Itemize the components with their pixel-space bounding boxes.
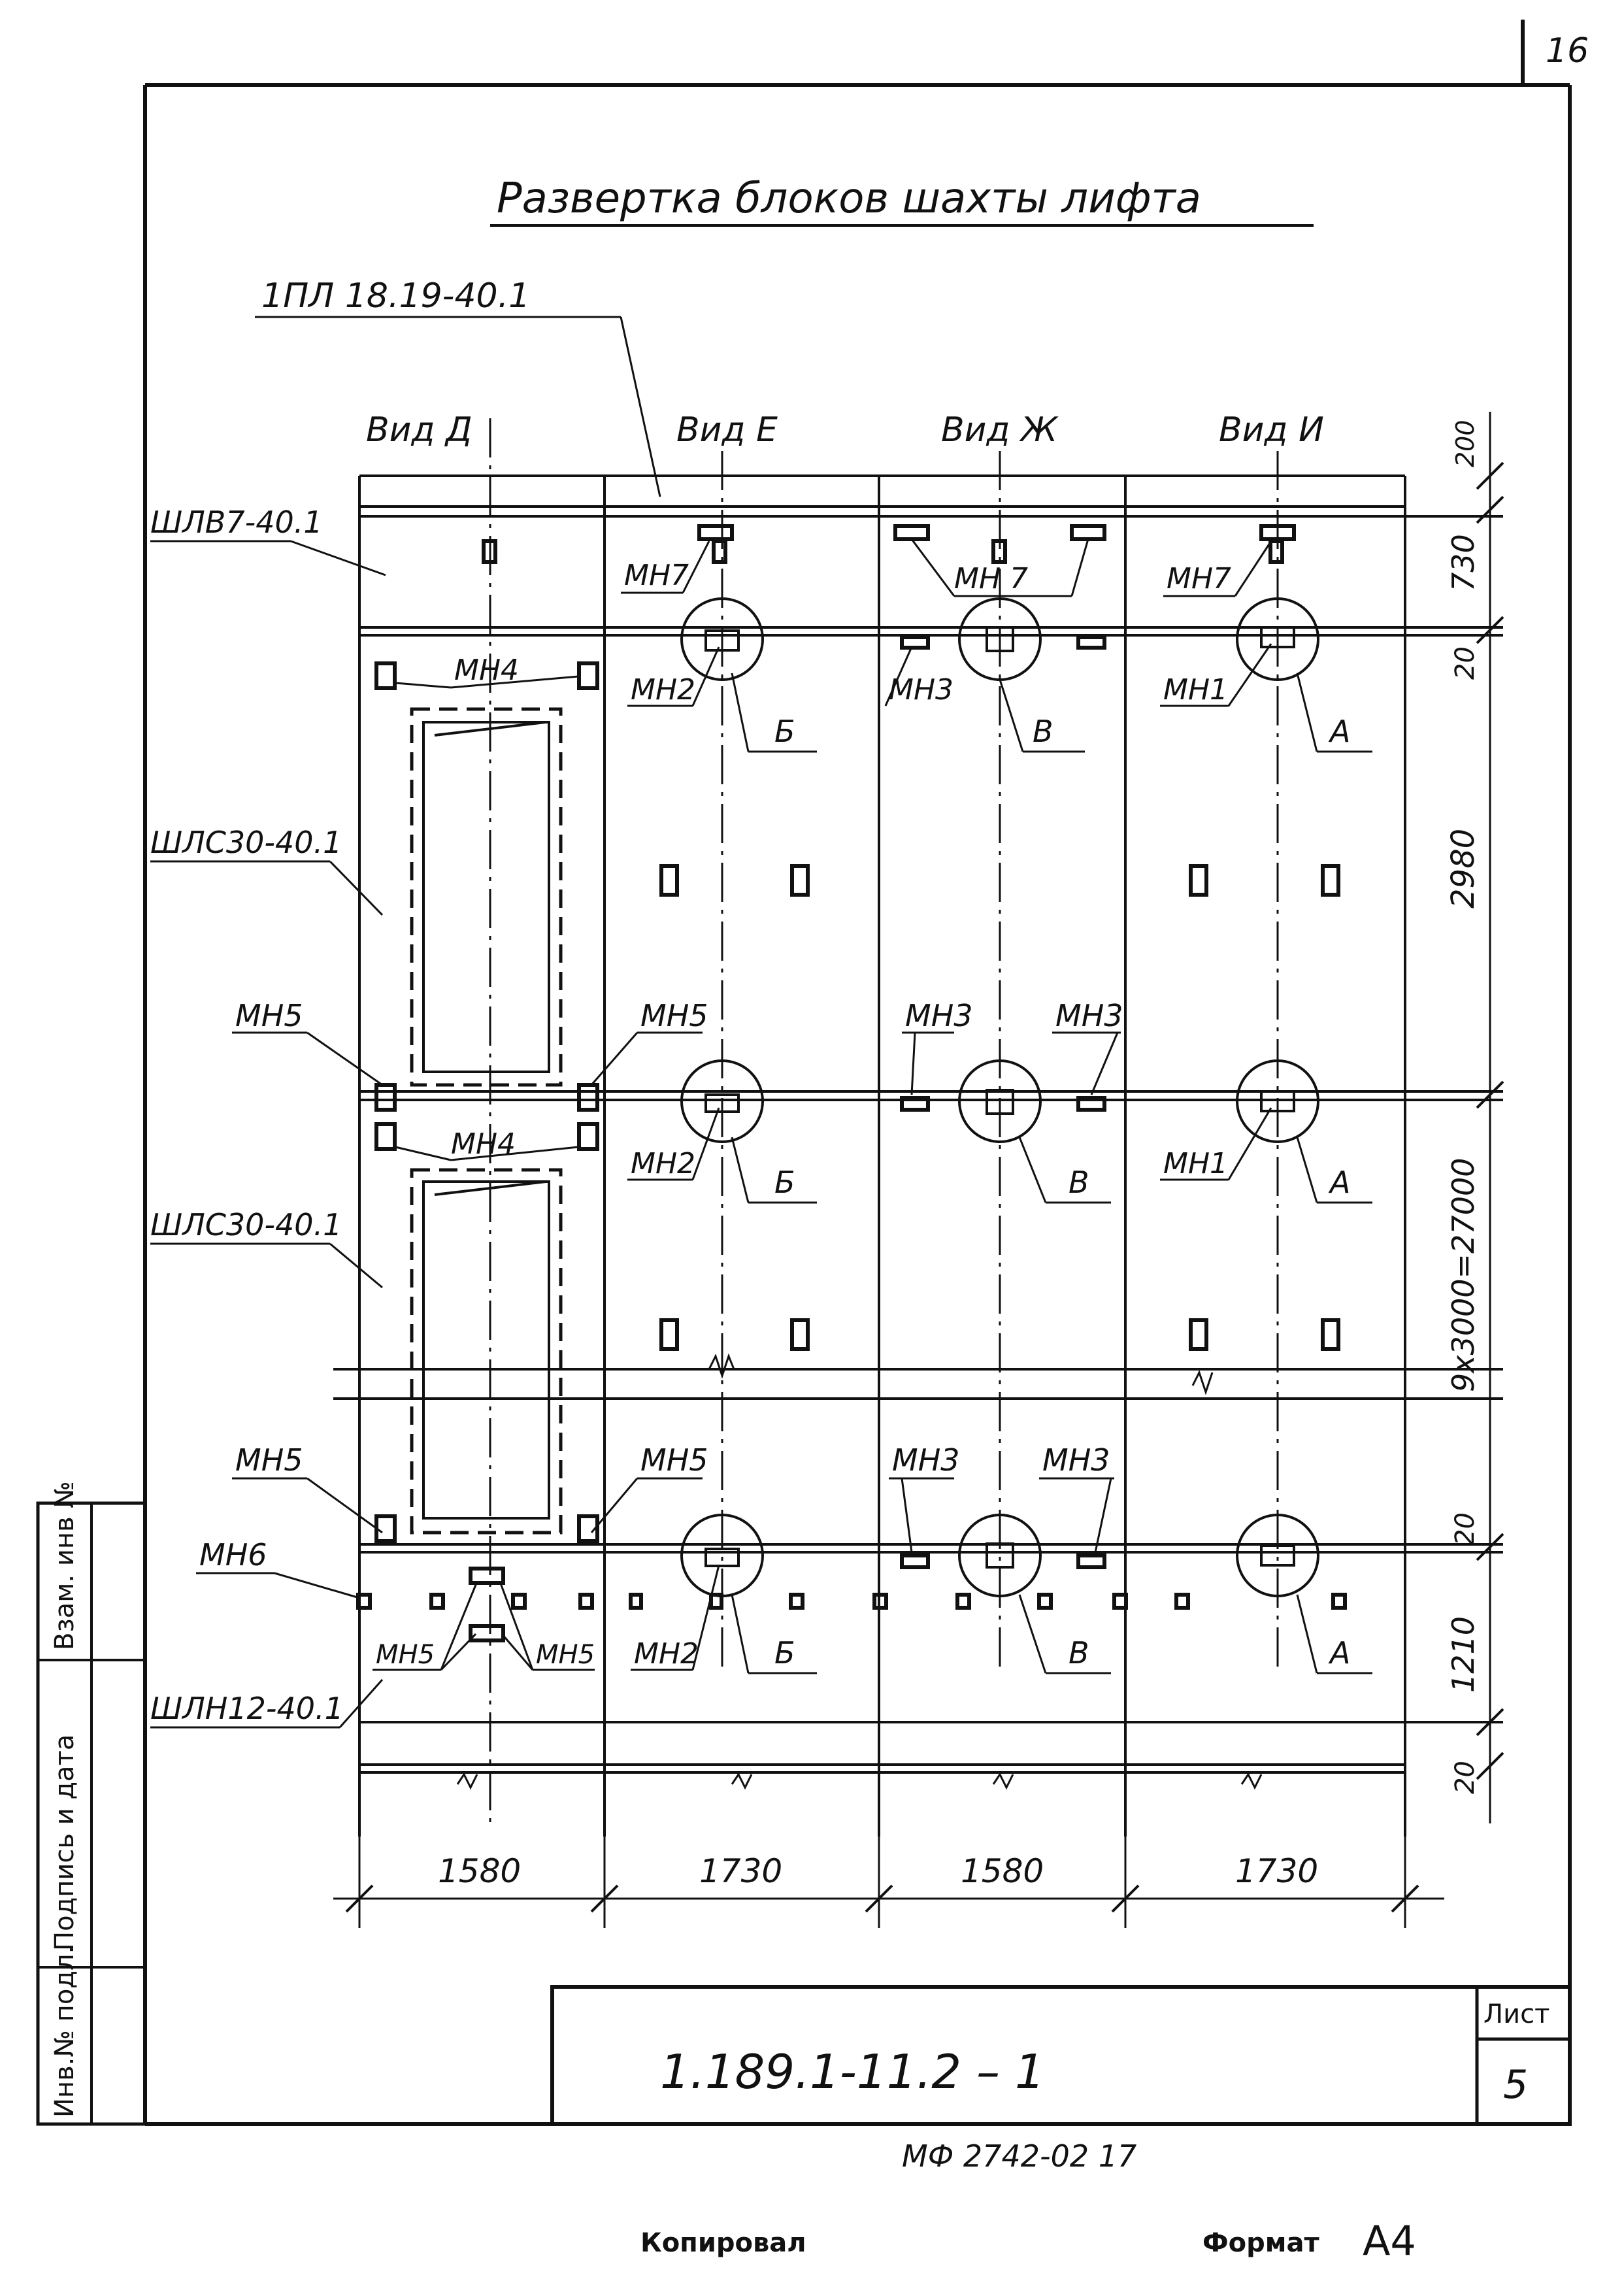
dim-bottom-1: 1580	[438, 1852, 521, 1890]
section-callouts: Б В А Б В А Б В А	[731, 673, 1372, 1674]
callout-v-2: В	[1069, 1165, 1089, 1200]
callout-a-2: А	[1328, 1165, 1350, 1200]
mark-mn7-zh: МН 7	[954, 562, 1028, 595]
mark-mn3-1: МН3	[889, 673, 953, 706]
mark-mn5-6: МН5	[536, 1640, 595, 1670]
callout-v-3: В	[1069, 1635, 1089, 1671]
door-openings	[410, 707, 563, 1535]
stamp-podpis: Подпись и дата	[50, 1735, 80, 1951]
view-label-zh: Вид Ж	[941, 410, 1059, 450]
stamp-vzam: Взам. инв №	[50, 1481, 80, 1650]
mark-mn5-1: МН5	[235, 998, 303, 1033]
mark-mn4-1: МН4	[454, 654, 519, 687]
dimension-bottom: 1580 1730 1580 1730	[333, 1797, 1444, 1928]
part-marks: МН7 МН 7 МН7 МН4 МН2 МН3 МН1 МН5 МН5 МН3…	[196, 539, 1272, 1671]
format-label: Формат	[1202, 2228, 1319, 2258]
title-block: 1.189.1-11.2 – 1 Лист 5	[550, 1985, 1572, 2126]
mark-mn6: МН6	[199, 1537, 267, 1572]
document-code: 1.189.1-11.2 – 1	[660, 2044, 1045, 2099]
panel-label-bottom: ШЛН12-40.1	[150, 1691, 344, 1726]
view-label-d: Вид Д	[366, 410, 472, 450]
mark-mn2-3: МН2	[634, 1637, 699, 1671]
side-stamp: Инв.№ подл. Подпись и дата Взам. инв №	[36, 1481, 147, 2126]
callout-b-3: Б	[774, 1635, 795, 1671]
format-value: А4	[1363, 2217, 1416, 2265]
embedded-plates	[356, 524, 1347, 1642]
dim-right-5: 9х3000=27000	[1446, 1158, 1481, 1392]
mark-mn5-5: МН5	[376, 1640, 435, 1670]
break-marks	[456, 1353, 1263, 1790]
view-label-i: Вид И	[1219, 410, 1324, 450]
dimension-right: 200 730 20 2980 9х3000=27000 20 1210 20	[1445, 412, 1504, 1823]
top-panel-label: 1ПЛ 18.19-40.1	[261, 276, 530, 316]
mark-mn3-5: МН3	[1042, 1442, 1110, 1478]
callout-v-1: В	[1033, 714, 1053, 749]
dim-bottom-2: 1730	[699, 1852, 782, 1890]
callout-a-1: А	[1328, 714, 1350, 749]
mark-mn2-2: МН2	[631, 1147, 695, 1180]
panel-label-wall-2: ШЛС30-40.1	[150, 1207, 342, 1242]
mark-mn5-2: МН5	[640, 998, 708, 1033]
axis-lines	[489, 418, 1279, 1830]
order-number: МФ 2742-02 17	[902, 2138, 1136, 2174]
dim-bottom-3: 1580	[961, 1852, 1044, 1890]
mark-mn4-2: МН4	[451, 1127, 516, 1161]
sheet-label: Лист	[1483, 1999, 1549, 2029]
panel-label-top-belt: ШЛВ7-40.1	[150, 505, 323, 540]
stamp-inv-podl: Инв.№ подл.	[50, 1946, 80, 2118]
mark-mn7-i: МН7	[1167, 562, 1231, 595]
sheet-value: 5	[1503, 2062, 1528, 2108]
mark-mn5-4: МН5	[640, 1442, 708, 1478]
mark-mn1-2: МН1	[1163, 1147, 1228, 1180]
dim-right-8: 20	[1450, 1761, 1480, 1794]
dim-right-1: 200	[1451, 420, 1480, 467]
dim-right-7: 1210	[1446, 1616, 1481, 1693]
callout-b-1: Б	[774, 714, 795, 749]
dim-right-2: 730	[1446, 534, 1481, 591]
mark-mn3-4: МН3	[892, 1442, 960, 1478]
copied-by: Копировал	[640, 2228, 806, 2258]
mark-mn1-1: МН1	[1163, 673, 1228, 706]
drawing-title: Развертка блоков шахты лифта	[497, 175, 1201, 223]
dim-right-3: 20	[1450, 646, 1480, 680]
panel-label-wall-1: ШЛС30-40.1	[150, 825, 342, 860]
callout-b-2: Б	[774, 1165, 795, 1200]
corner-sheet-number: 16	[1546, 31, 1589, 71]
mark-mn5-3: МН5	[235, 1442, 303, 1478]
mark-mn3-3: МН3	[1055, 998, 1123, 1033]
callout-a-3: А	[1328, 1635, 1350, 1671]
panel-labels: ШЛВ7-40.1 ШЛС30-40.1 ШЛС30-40.1 ШЛН12-40…	[150, 505, 386, 1729]
dim-right-6: 20	[1450, 1512, 1480, 1546]
mark-mn3-2: МН3	[905, 998, 973, 1033]
dim-bottom-4: 1730	[1235, 1852, 1318, 1890]
mark-mn2-1: МН2	[631, 673, 695, 706]
view-label-e: Вид Е	[676, 410, 778, 450]
dim-right-4: 2980	[1445, 829, 1482, 908]
mark-mn7-e: МН7	[624, 559, 689, 592]
